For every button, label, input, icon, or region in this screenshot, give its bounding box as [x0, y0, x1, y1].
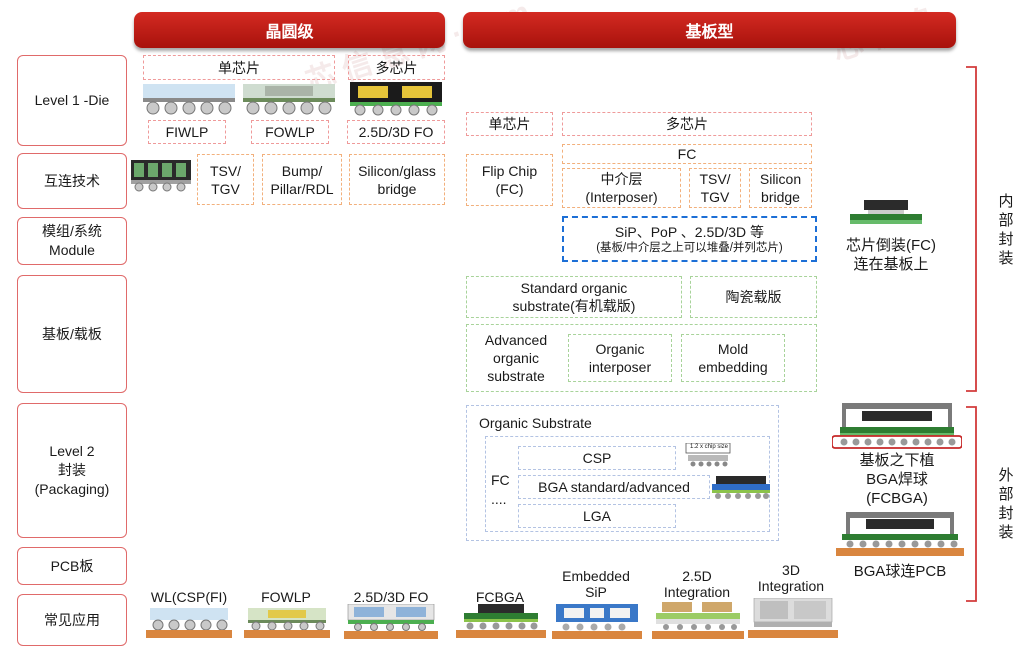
sip-pop-box: SiP、PoP 、2.5D/3D 等 (基板/中介层之上可以堆叠/并列芯片)	[562, 216, 817, 262]
app-fowlp-label: FOWLP	[261, 589, 311, 605]
fowlp-die-image	[243, 84, 335, 115]
bga-pcb-image	[836, 512, 964, 556]
silicon-glass-bridge-box: Silicon/glass bridge	[349, 154, 445, 205]
row-label-applications: 常见应用	[17, 594, 127, 646]
app-fcbga-image	[456, 604, 546, 638]
app-fo-25d3d-image	[344, 604, 438, 639]
fowlp-box: FOWLP	[251, 120, 329, 144]
substrate-multi-chip-box: 多芯片	[562, 112, 812, 136]
app-wl-csp-image	[146, 608, 232, 638]
fc-on-substrate-note: 芯片倒装(FC) 连在基板上	[846, 237, 936, 273]
external-package-bracket	[966, 406, 977, 602]
fo-25d3d-box: 2.5D/3D FO	[347, 120, 445, 144]
substrate-tsv-tgv-box: TSV/ TGV	[689, 168, 741, 208]
organic-substrate-container	[466, 405, 779, 541]
internal-package-label: 内 部 封 装	[998, 193, 1014, 267]
row-label-interconnect: 互连技术	[17, 153, 127, 209]
app-25d-integration-label: 2.5D Integration	[663, 568, 731, 600]
app-3d-integration-label: 3D Integration	[757, 562, 825, 594]
ceramic-substrate-box: 陶瓷载版	[690, 276, 817, 318]
row-label-module: 模组/系统 Module	[17, 217, 127, 265]
sip-pop-note: (基板/中介层之上可以堆叠/并列芯片)	[596, 241, 783, 254]
fc-box: FC	[562, 144, 812, 164]
fcbga-note: 基板之下植 BGA焊球 (FCBGA)	[859, 452, 935, 507]
advanced-substrate-container	[466, 324, 817, 392]
row-label-pcb: PCB板	[17, 547, 127, 585]
app-25d-integration-image	[652, 602, 744, 639]
external-package-label: 外 部 封 装	[998, 467, 1014, 541]
bga-chip-image	[712, 476, 770, 499]
interposer-box: 中介层 (Interposer)	[562, 168, 681, 208]
mold-embedding-box: Mold embedding	[681, 334, 785, 382]
interconnect-chip-image	[131, 160, 191, 192]
fc-dots-label: FC ....	[491, 472, 510, 507]
row-label-substrate: 基板/载板	[17, 275, 127, 393]
app-fo-25d3d-label: 2.5D/3D FO	[353, 589, 429, 605]
fo-25d3d-die-image	[350, 82, 442, 116]
sip-pop-title: SiP、PoP 、2.5D/3D 等	[614, 223, 765, 240]
bga-standard-advanced-box: BGA standard/advanced	[518, 475, 710, 499]
row-label-level2: Level 2 封装 (Packaging)	[17, 403, 127, 538]
fc-on-substrate-image	[850, 200, 922, 224]
fiwlp-die-image	[143, 84, 235, 115]
csp-chip-image	[685, 443, 731, 467]
csp-box: CSP	[518, 446, 676, 470]
organic-substrate-title: Organic Substrate	[479, 415, 592, 431]
flip-chip-fc-box: Flip Chip (FC)	[466, 154, 553, 206]
row-label-level1-die: Level 1 -Die	[17, 55, 127, 146]
lga-box: LGA	[518, 504, 676, 528]
wafer-single-chip-box: 单芯片	[143, 55, 335, 80]
standard-organic-substrate-box: Standard organic substrate(有机载版)	[466, 276, 682, 318]
app-wl-csp-label: WL(CSP(FI)	[150, 589, 228, 605]
app-3d-integration-image	[748, 598, 838, 638]
advanced-organic-substrate-label: Advanced organic substrate	[484, 332, 548, 384]
internal-package-bracket	[966, 66, 977, 392]
silicon-bridge-box: Silicon bridge	[749, 168, 812, 208]
app-embedded-sip-label: Embedded SiP	[562, 568, 630, 600]
organic-interposer-box: Organic interposer	[568, 334, 672, 382]
app-fowlp-image	[244, 608, 330, 638]
app-embedded-sip-image	[552, 604, 642, 639]
chip-size-note: 1.2 x chip size	[690, 444, 729, 450]
wafer-level-header: 晶圆级	[134, 12, 445, 48]
substrate-single-chip-box: 单芯片	[466, 112, 553, 136]
fcbga-image	[832, 403, 962, 449]
fiwlp-box: FIWLP	[148, 120, 226, 144]
substrate-type-header: 基板型	[463, 12, 956, 48]
app-fcbga-label: FCBGA	[475, 589, 525, 605]
bump-pillar-rdl-box: Bump/ Pillar/RDL	[262, 154, 342, 205]
wafer-multi-chip-box: 多芯片	[348, 55, 445, 80]
bga-pcb-note: BGA球连PCB	[853, 563, 947, 580]
wafer-tsv-tgv-box: TSV/ TGV	[197, 154, 254, 205]
